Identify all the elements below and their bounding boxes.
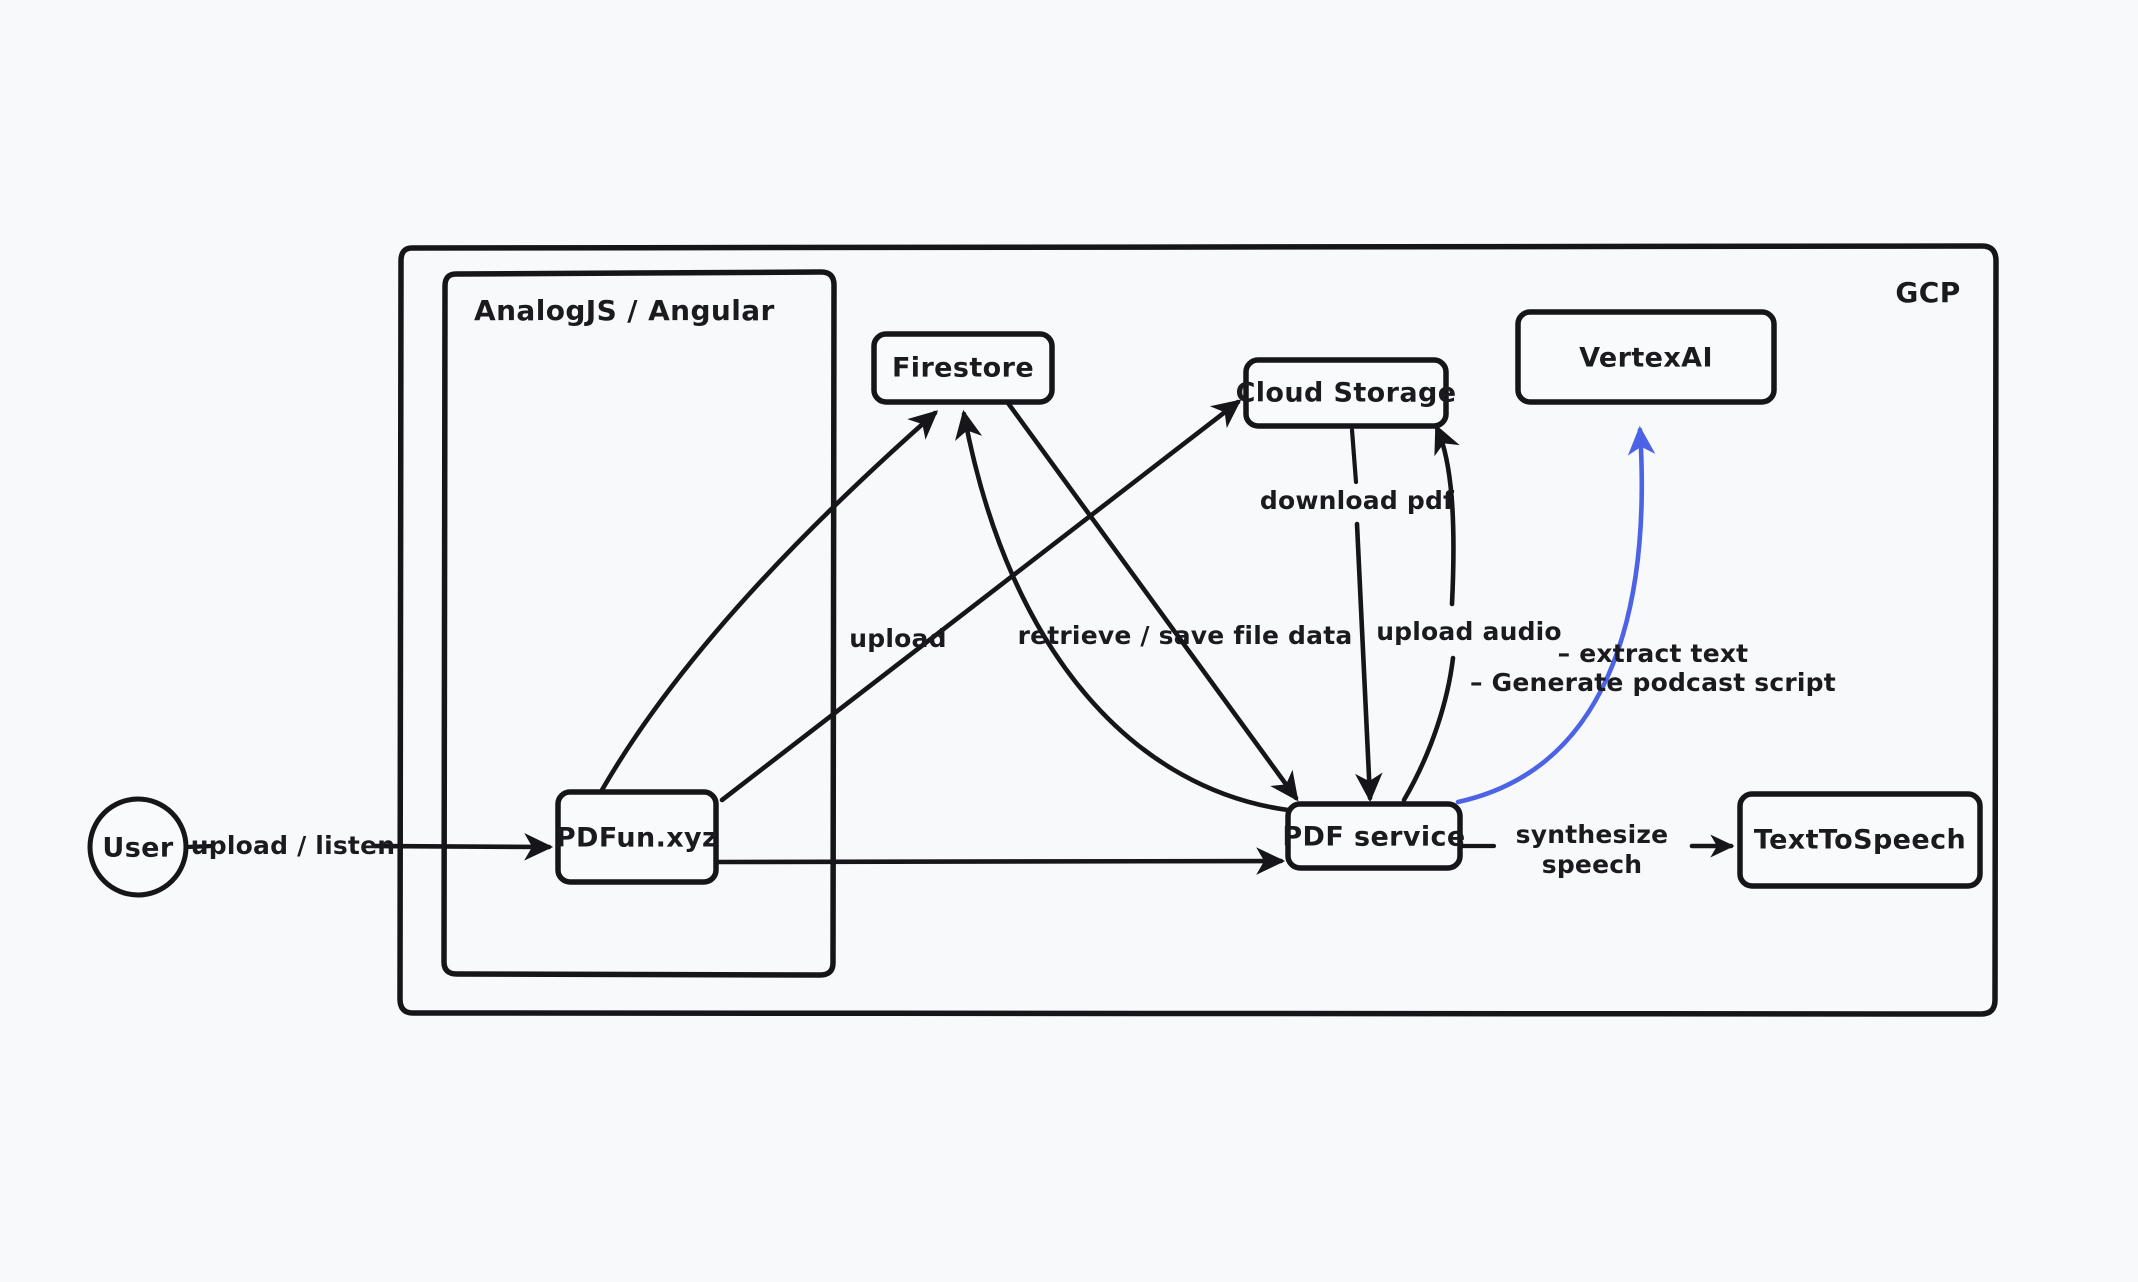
gcp-label: GCP — [1895, 276, 1960, 309]
edge-pdfservice-to-firestore-line — [955, 409, 1291, 813]
edge-user-to-pdfun: upload / listen — [184, 831, 554, 861]
pdfun-box[interactable] — [555, 789, 719, 885]
cloud-storage-label: Cloud Storage — [1236, 378, 1457, 409]
pdf-service-box[interactable] — [1285, 801, 1463, 871]
edge-label-download-pdf: download pdf — [1260, 486, 1455, 515]
edge-label-upload: upload — [849, 624, 946, 653]
cloud-storage-box[interactable] — [1243, 357, 1449, 429]
edge-pdfservice-to-vertexai-line — [1455, 425, 1656, 805]
texttospeech-box[interactable] — [1737, 791, 1983, 889]
node-vertexai[interactable]: VertexAI — [1515, 309, 1777, 405]
node-pdfun[interactable]: PDFun.xyz — [555, 789, 719, 885]
edge-firestore-to-pdfservice-line — [1005, 400, 1299, 802]
firestore-box[interactable] — [871, 331, 1055, 405]
gcp-container: GCP — [397, 243, 1999, 1017]
gcp-container-outline — [397, 243, 1999, 1017]
pdfun-label: PDFun.xyz — [556, 823, 718, 854]
edge-storage-to-pdfservice-bottom — [1354, 521, 1383, 803]
edge-pdfun-to-firestore — [599, 410, 939, 793]
edge-storage-to-pdfservice-top — [1349, 427, 1359, 485]
edge-label-synthesize: synthesize — [1516, 820, 1669, 849]
texttospeech-label: TextToSpeech — [1754, 825, 1966, 856]
edge-pdfun-to-pdfservice-line — [715, 847, 1286, 875]
edge-pdfun-to-firestore-line — [599, 410, 939, 793]
analogjs-container: AnalogJS / Angular — [441, 269, 837, 978]
user-circle[interactable] — [87, 796, 189, 898]
edge-pdfun-to-cloud-storage-line — [719, 399, 1242, 803]
pdf-service-label: PDF service — [1282, 822, 1465, 853]
analogjs-label: AnalogJS / Angular — [474, 294, 775, 327]
node-pdf-service[interactable]: PDF service — [1282, 801, 1465, 871]
edge-label-upload-audio: upload audio — [1376, 617, 1562, 646]
user-label: User — [102, 833, 174, 864]
node-cloud-storage[interactable]: Cloud Storage — [1236, 357, 1457, 429]
node-user[interactable]: User — [87, 796, 189, 898]
edge-label-speech: speech — [1542, 850, 1643, 879]
edge-pdfservice-to-storage-top — [1434, 424, 1460, 607]
edge-user-to-pdfun-stub — [184, 843, 215, 850]
vertexai-box[interactable] — [1515, 309, 1777, 405]
edge-label-generate-podcast-script: – Generate podcast script — [1470, 668, 1836, 697]
firestore-label: Firestore — [892, 353, 1034, 384]
edge-pdfservice-to-storage: upload audio — [1376, 424, 1562, 803]
edge-firestore-to-pdfservice — [1005, 400, 1299, 802]
edge-pdfun-to-pdfservice — [715, 847, 1286, 875]
vertexai-label: VertexAI — [1579, 343, 1713, 374]
edge-pdfun-to-cloud-storage: upload — [719, 399, 1242, 803]
edge-pdfservice-to-vertexai: – extract text – Generate podcast script — [1455, 425, 1836, 805]
edge-label-extract-text: – extract text — [1558, 639, 1749, 668]
edge-storage-to-pdfservice: download pdf — [1260, 427, 1455, 803]
node-firestore[interactable]: Firestore — [871, 331, 1055, 405]
node-texttospeech[interactable]: TextToSpeech — [1737, 791, 1983, 889]
edge-pdfservice-to-tts: synthesize speech — [1459, 820, 1735, 879]
edge-pdfservice-to-storage-bottom — [1401, 655, 1456, 803]
edge-label-upload-listen: upload / listen — [191, 831, 395, 860]
edge-user-to-pdfun-line — [372, 833, 554, 861]
analogjs-container-outline — [441, 269, 837, 978]
